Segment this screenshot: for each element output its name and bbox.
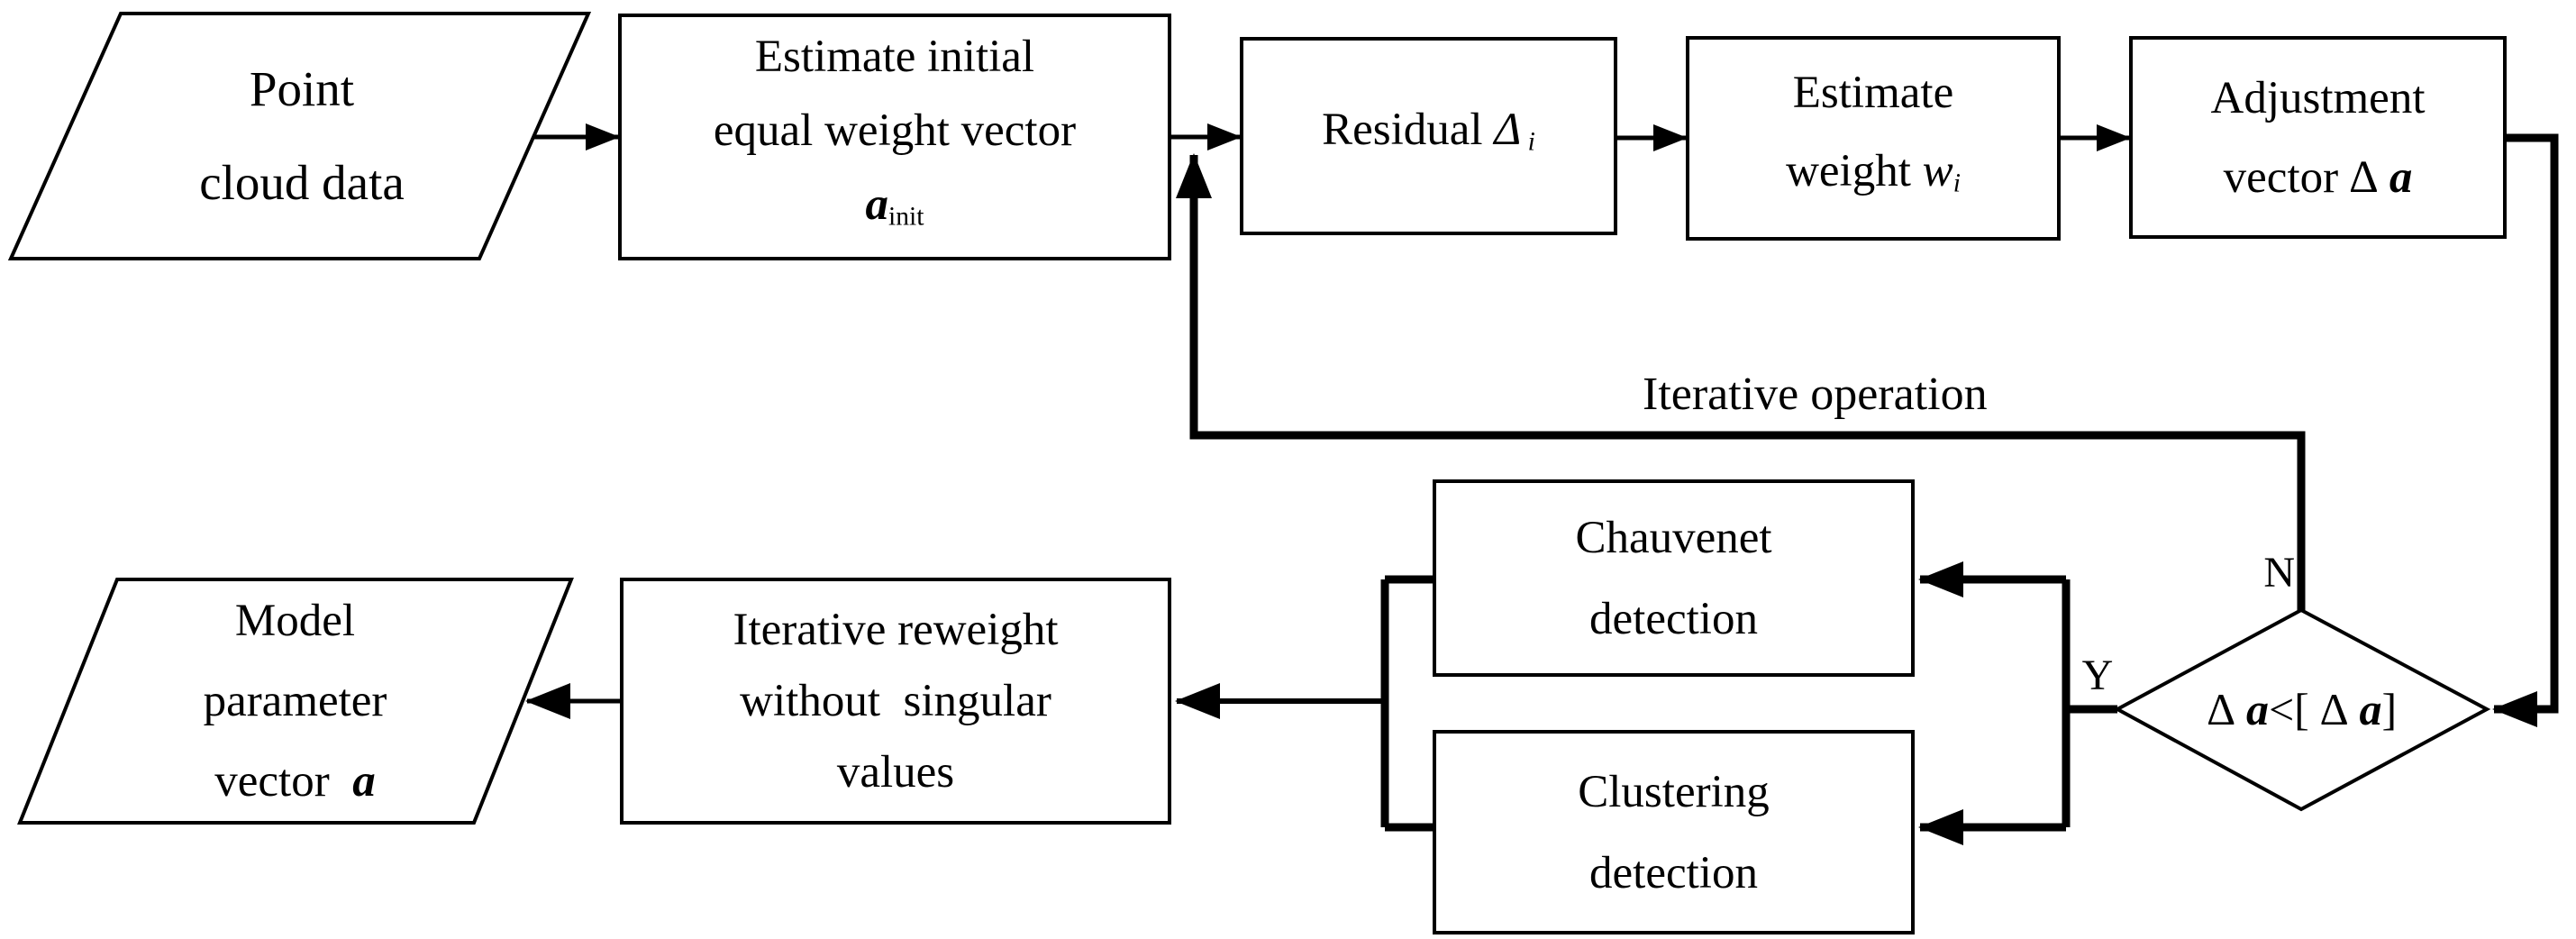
decision-no-label: N: [2263, 549, 2295, 597]
decision-diamond: [2113, 607, 2491, 812]
clustering-box: [1433, 730, 1915, 934]
estimate-weight-box: [1686, 36, 2061, 241]
adjustment-box: [2129, 36, 2507, 239]
connector-adjustment-to-decision: [2492, 133, 2559, 727]
decision-yes-label: Y: [2081, 652, 2114, 699]
residual-box: [1240, 37, 1617, 235]
model-parameter-parallelogram: [17, 578, 574, 825]
iterative-reweight-box: [620, 578, 1171, 825]
chauvenet-box: [1433, 479, 1915, 677]
decision-label: ∆ a<[ ∆ a]: [2207, 684, 2398, 734]
estimate-initial-box: [618, 14, 1171, 260]
connector-decision-no-feedback-loop: [1176, 153, 2306, 610]
iterative-operation-label: Iterative operation: [1643, 369, 1988, 420]
residual-label: Residual Δ i: [1322, 105, 1535, 157]
point-cloud-parallelogram: [7, 12, 592, 260]
